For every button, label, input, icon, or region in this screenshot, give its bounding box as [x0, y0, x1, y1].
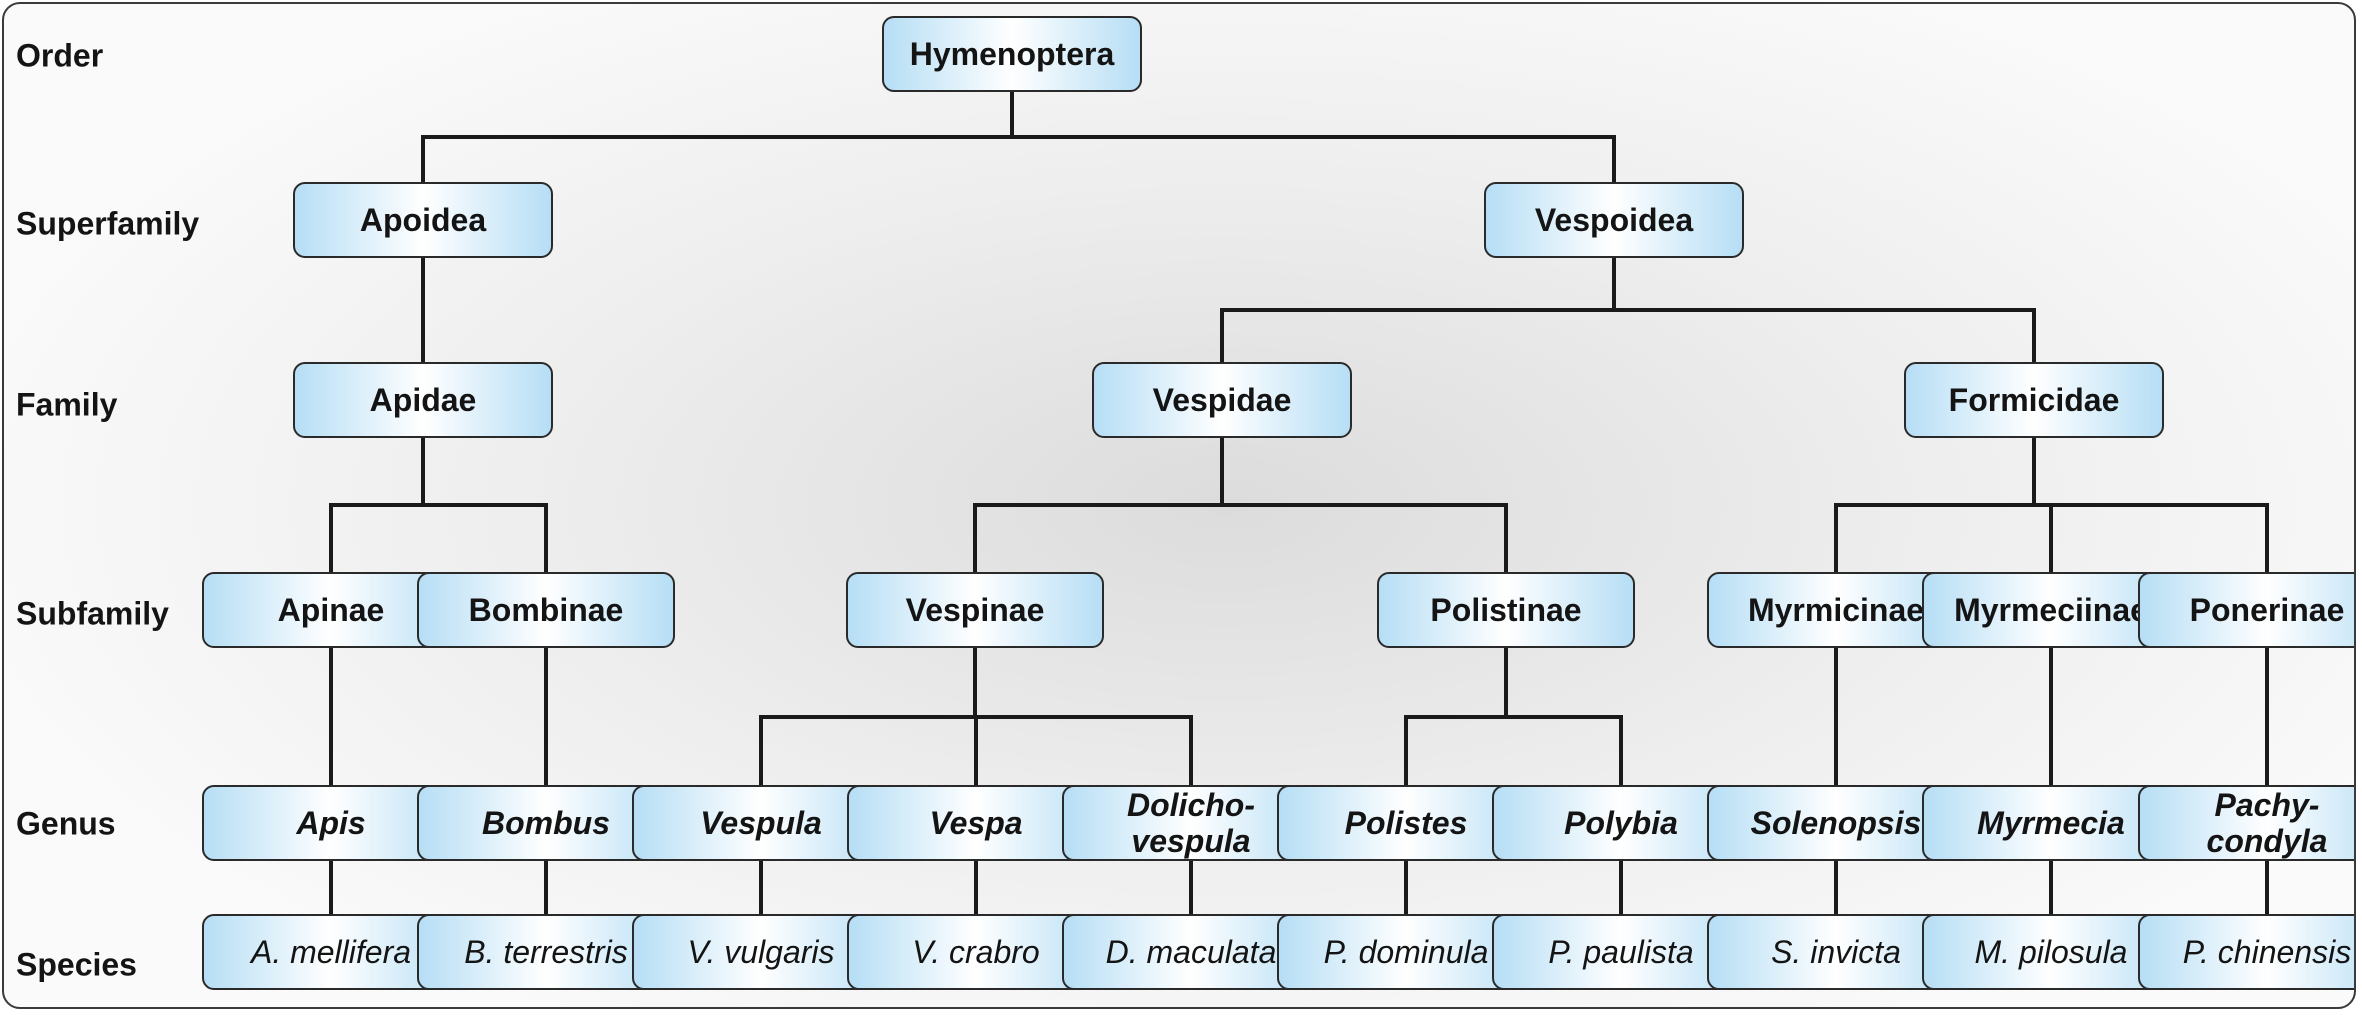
node-vespinae: Vespinae	[846, 572, 1104, 648]
tree-connectors	[329, 90, 2269, 916]
node-formicidae: Formicidae	[1904, 362, 2164, 438]
rank-label-species: Species	[16, 946, 137, 983]
node-vespidae: Vespidae	[1092, 362, 1352, 438]
rank-label-genus: Genus	[16, 805, 116, 842]
node-vespoidea: Vespoidea	[1484, 182, 1744, 258]
rank-label-subfamily: Subfamily	[16, 595, 169, 632]
node-m-pilosula: M. pilosula	[1922, 914, 2180, 990]
rank-label-family: Family	[16, 386, 118, 423]
node-p-chinensis: P. chinensis	[2138, 914, 2354, 990]
node-polistinae: Polistinae	[1377, 572, 1635, 648]
rank-label-superfamily: Superfamily	[16, 205, 200, 242]
rank-label-order: Order	[16, 37, 104, 74]
node-apidae: Apidae	[293, 362, 553, 438]
node-ponerinae: Ponerinae	[2138, 572, 2354, 648]
node-apoidea: Apoidea	[293, 182, 553, 258]
node-pachycondyla: Pachy- condyla	[2138, 785, 2354, 861]
node-myrmecia: Myrmecia	[1922, 785, 2180, 861]
node-myrmeciinae: Myrmeciinae	[1922, 572, 2180, 648]
node-bombinae: Bombinae	[417, 572, 675, 648]
node-hymenoptera: Hymenoptera	[882, 16, 1142, 92]
node-v-crabro: V. crabro	[847, 914, 1105, 990]
